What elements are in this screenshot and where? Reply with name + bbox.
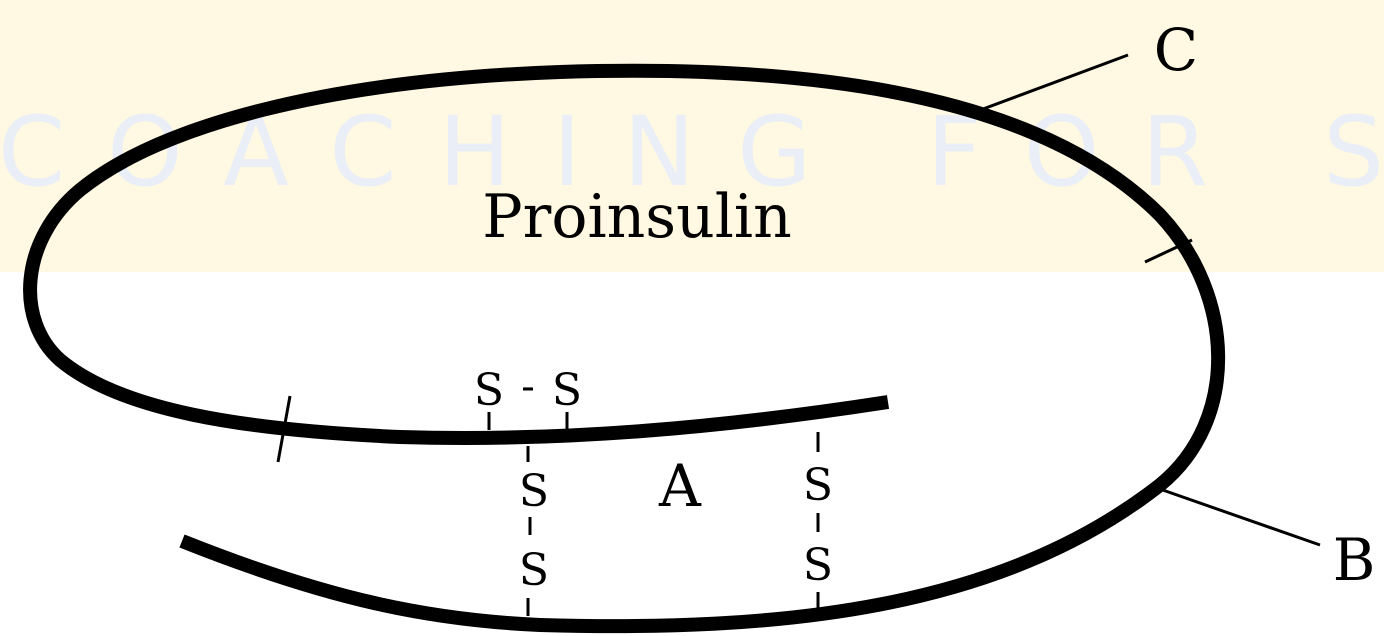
sulfur-label: S (519, 466, 549, 517)
pointer-line-b (1156, 486, 1321, 547)
chain-label-c: C (1154, 16, 1198, 84)
sulfur-label: S (474, 365, 504, 416)
disulfide-bond-inter-1: S S (519, 446, 549, 616)
chain-label-a: A (658, 452, 702, 520)
cleavage-tick-a (276, 395, 292, 463)
proinsulin-chain (23, 63, 1226, 634)
sulfur-label: S (552, 365, 582, 416)
disulfide-bond-intra: S - S (474, 364, 582, 430)
chain-label-b: B (1333, 526, 1376, 594)
sulfur-label: S (803, 460, 833, 511)
pointer-line-c (974, 53, 1129, 114)
bond-dash: - (521, 364, 535, 410)
cleavage-tick-c (1144, 238, 1193, 264)
sulfur-label: S (519, 545, 549, 596)
diagram-title: Proinsulin (482, 182, 791, 252)
disulfide-bond-inter-2: S S (803, 432, 833, 608)
sulfur-label: S (803, 540, 833, 591)
watermark-band (0, 0, 1384, 272)
watermark: COACHING FOR S (0, 0, 1384, 272)
